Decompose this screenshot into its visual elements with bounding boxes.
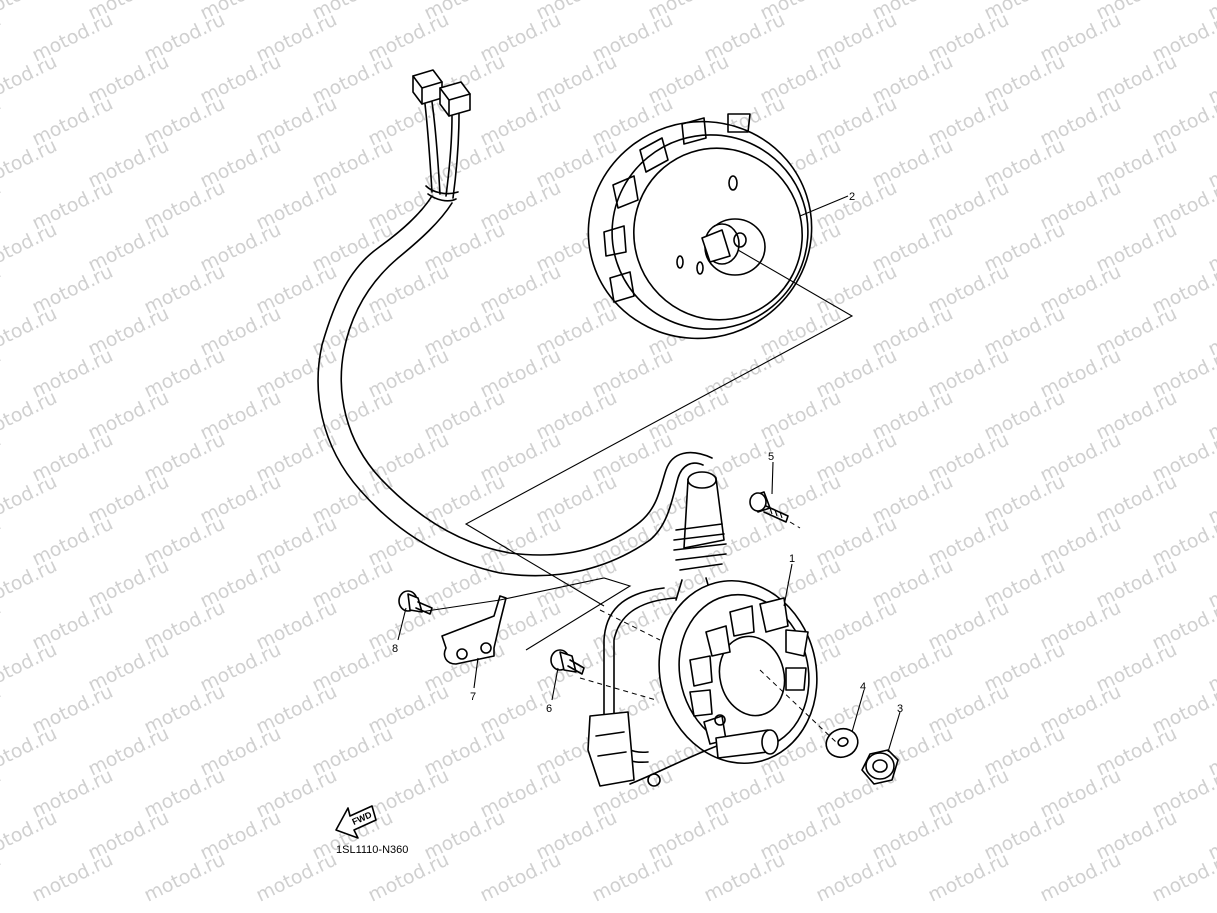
stator-assembly: [587, 579, 818, 787]
watermark-text: motod.ru: [0, 765, 5, 823]
watermark-text: motod.ru: [0, 387, 61, 445]
watermark-text: motod.ru: [253, 849, 341, 907]
watermark-text: motod.ru: [29, 849, 117, 907]
watermark-text: motod.ru: [0, 93, 5, 151]
wire-harness: [317, 69, 727, 601]
watermark-text: motod.ru: [0, 0, 61, 24]
watermark-text: motod.ru: [0, 303, 61, 361]
rotor-flywheel: [587, 113, 813, 340]
watermark-text: motod.ru: [0, 261, 5, 319]
watermark-text: motod.ru: [0, 555, 61, 613]
forward-arrow: FWD: [335, 805, 377, 839]
callout-1: 1: [789, 553, 795, 565]
watermark-text: motod.ru: [477, 849, 565, 907]
callout-7: 7: [470, 691, 476, 703]
assembly-lines: [419, 249, 854, 743]
callout-8: 8: [392, 643, 398, 655]
watermark-text: motod.ru: [589, 849, 677, 907]
callout-4: 4: [860, 681, 866, 693]
watermark-text: motod.ru: [1037, 849, 1125, 907]
bolt-top-part: [749, 491, 789, 523]
watermark-text: motod.ru: [0, 471, 61, 529]
nut-part: [861, 749, 899, 785]
watermark-text: motod.ru: [813, 849, 901, 907]
watermark-text: motod.ru: [0, 135, 61, 193]
watermark-text: motod.ru: [0, 177, 5, 235]
watermark-text: motod.ru: [1149, 849, 1217, 907]
watermark-text: motod.ru: [141, 849, 229, 907]
watermark-text: motod.ru: [925, 849, 1013, 907]
diagram-code: 1SL1110-N360: [336, 844, 408, 856]
watermark-text: motod.ru: [0, 807, 61, 865]
rotor-magnet-windows: [603, 113, 751, 303]
watermark-text: motod.ru: [0, 51, 61, 109]
watermark-text: motod.ru: [0, 681, 5, 739]
bolt-stator-part: [550, 649, 585, 675]
watermark-text: motod.ru: [0, 513, 5, 571]
callout-6: 6: [546, 703, 552, 715]
watermark-text: motod.ru: [0, 219, 61, 277]
callout-2: 2: [849, 191, 855, 203]
watermark-text: motod.ru: [0, 723, 61, 781]
watermark-text: motod.ru: [0, 849, 5, 907]
watermark-text: motod.ru: [0, 597, 5, 655]
stator-coils: [689, 597, 809, 745]
watermark-text: motod.ru: [365, 849, 453, 907]
callout-leaders: [397, 195, 901, 753]
watermark-text: motod.ru: [0, 9, 5, 67]
watermark-text: motod.ru: [0, 639, 61, 697]
callout-3: 3: [897, 703, 903, 715]
washer-part: [825, 727, 859, 759]
clamp-part: [441, 595, 507, 665]
watermark-text: motod.ru: [701, 849, 789, 907]
watermark-text: motod.ru: [0, 429, 5, 487]
callout-5: 5: [768, 451, 774, 463]
watermark-text: motod.ru: [0, 345, 5, 403]
